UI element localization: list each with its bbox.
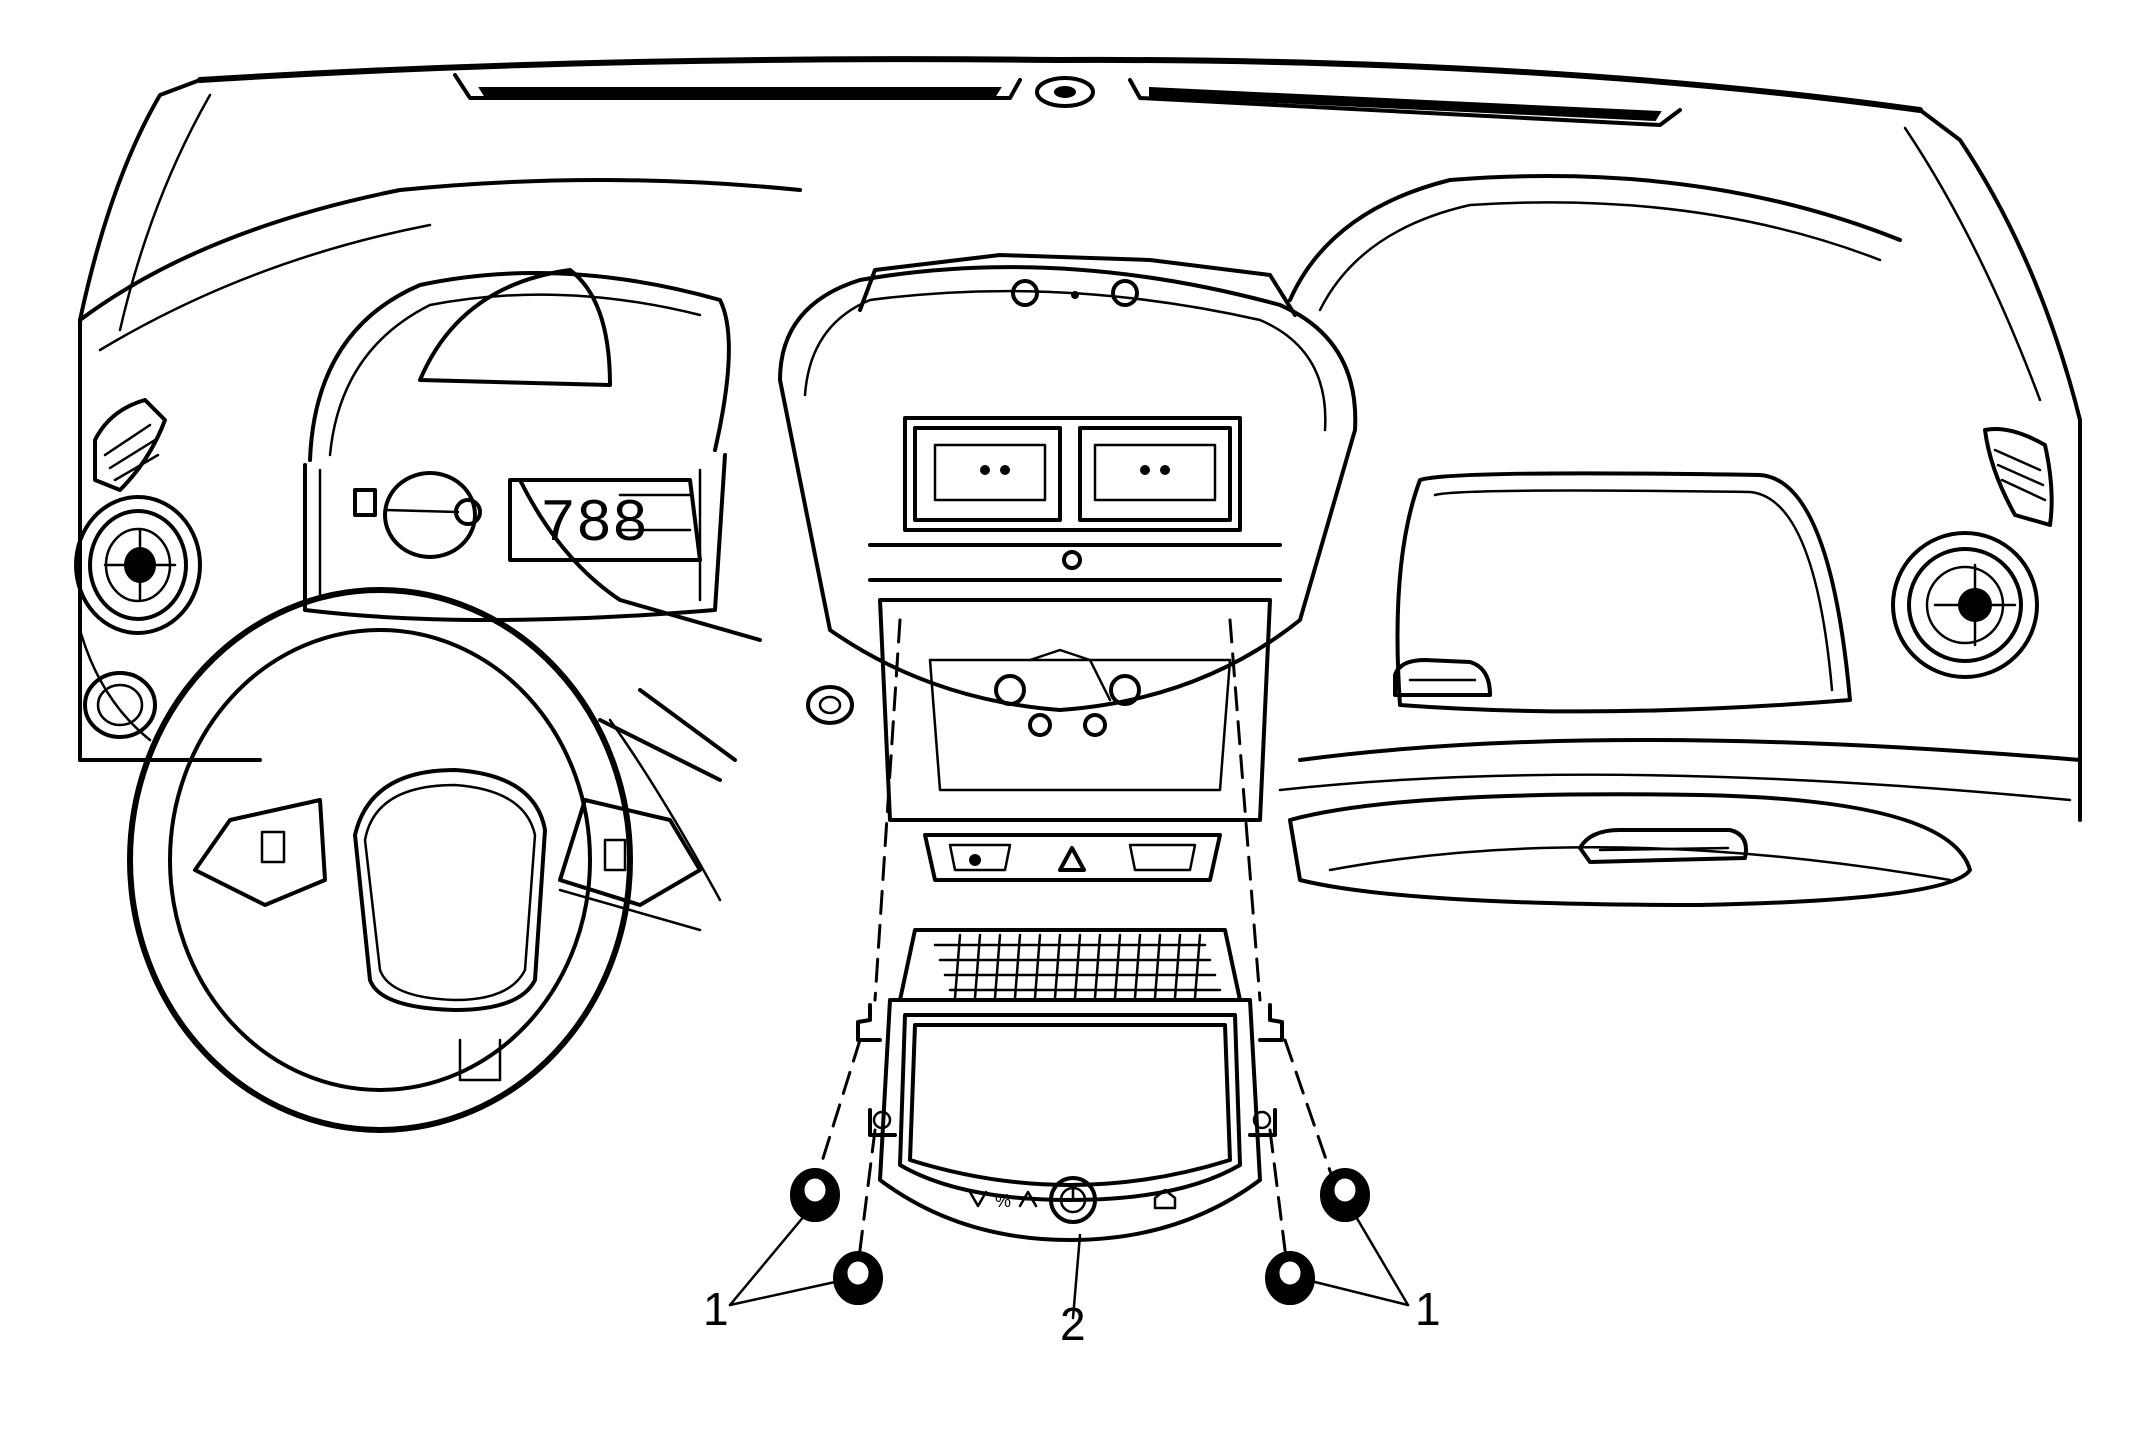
defroster-vent-left [453, 73, 1022, 100]
dashboard-left-body [78, 178, 802, 762]
center-sensor [1035, 76, 1095, 108]
radio-buttons: % [968, 1176, 1177, 1224]
bolt-right-upper [1320, 1168, 1370, 1222]
power-button [1049, 1176, 1097, 1224]
left-corner-vent [93, 398, 167, 492]
bolt-left-upper [790, 1168, 840, 1222]
svg-text:%: % [995, 1191, 1011, 1211]
center-stack [778, 253, 1358, 882]
stalk [598, 685, 854, 782]
left-round-vent [74, 495, 202, 635]
callout-right-bolts: 1 [1415, 1283, 1441, 1335]
right-corner-vent [1983, 427, 2054, 527]
bolt-right-lower [1265, 1251, 1315, 1305]
mount-holes [868, 1108, 1277, 1137]
instrument-cluster: 788 [303, 268, 731, 622]
right-round-vent [1891, 531, 2039, 679]
home-icon [1153, 1188, 1177, 1210]
radio-module: % [856, 928, 1284, 1242]
callout-radio-module: 2 [1060, 1298, 1086, 1350]
leader-lines [728, 1213, 1410, 1320]
glovebox [1288, 792, 1972, 907]
heatsink-fins [953, 933, 1202, 1000]
passenger-slot [1393, 658, 1492, 697]
dashboard-right-body [1278, 174, 2082, 882]
defroster-vent-right [1128, 78, 1682, 127]
callout-left-bolts: 1 [703, 1283, 729, 1335]
steering-wheel [127, 587, 702, 1133]
svg-text:788: 788 [540, 491, 648, 559]
bolt-left-lower [833, 1251, 883, 1305]
passenger-airbag [1395, 471, 1852, 714]
dashboard-left-lower [518, 478, 762, 932]
dashboard-top-edge [78, 56, 2082, 822]
headlamp-switch [83, 671, 157, 739]
